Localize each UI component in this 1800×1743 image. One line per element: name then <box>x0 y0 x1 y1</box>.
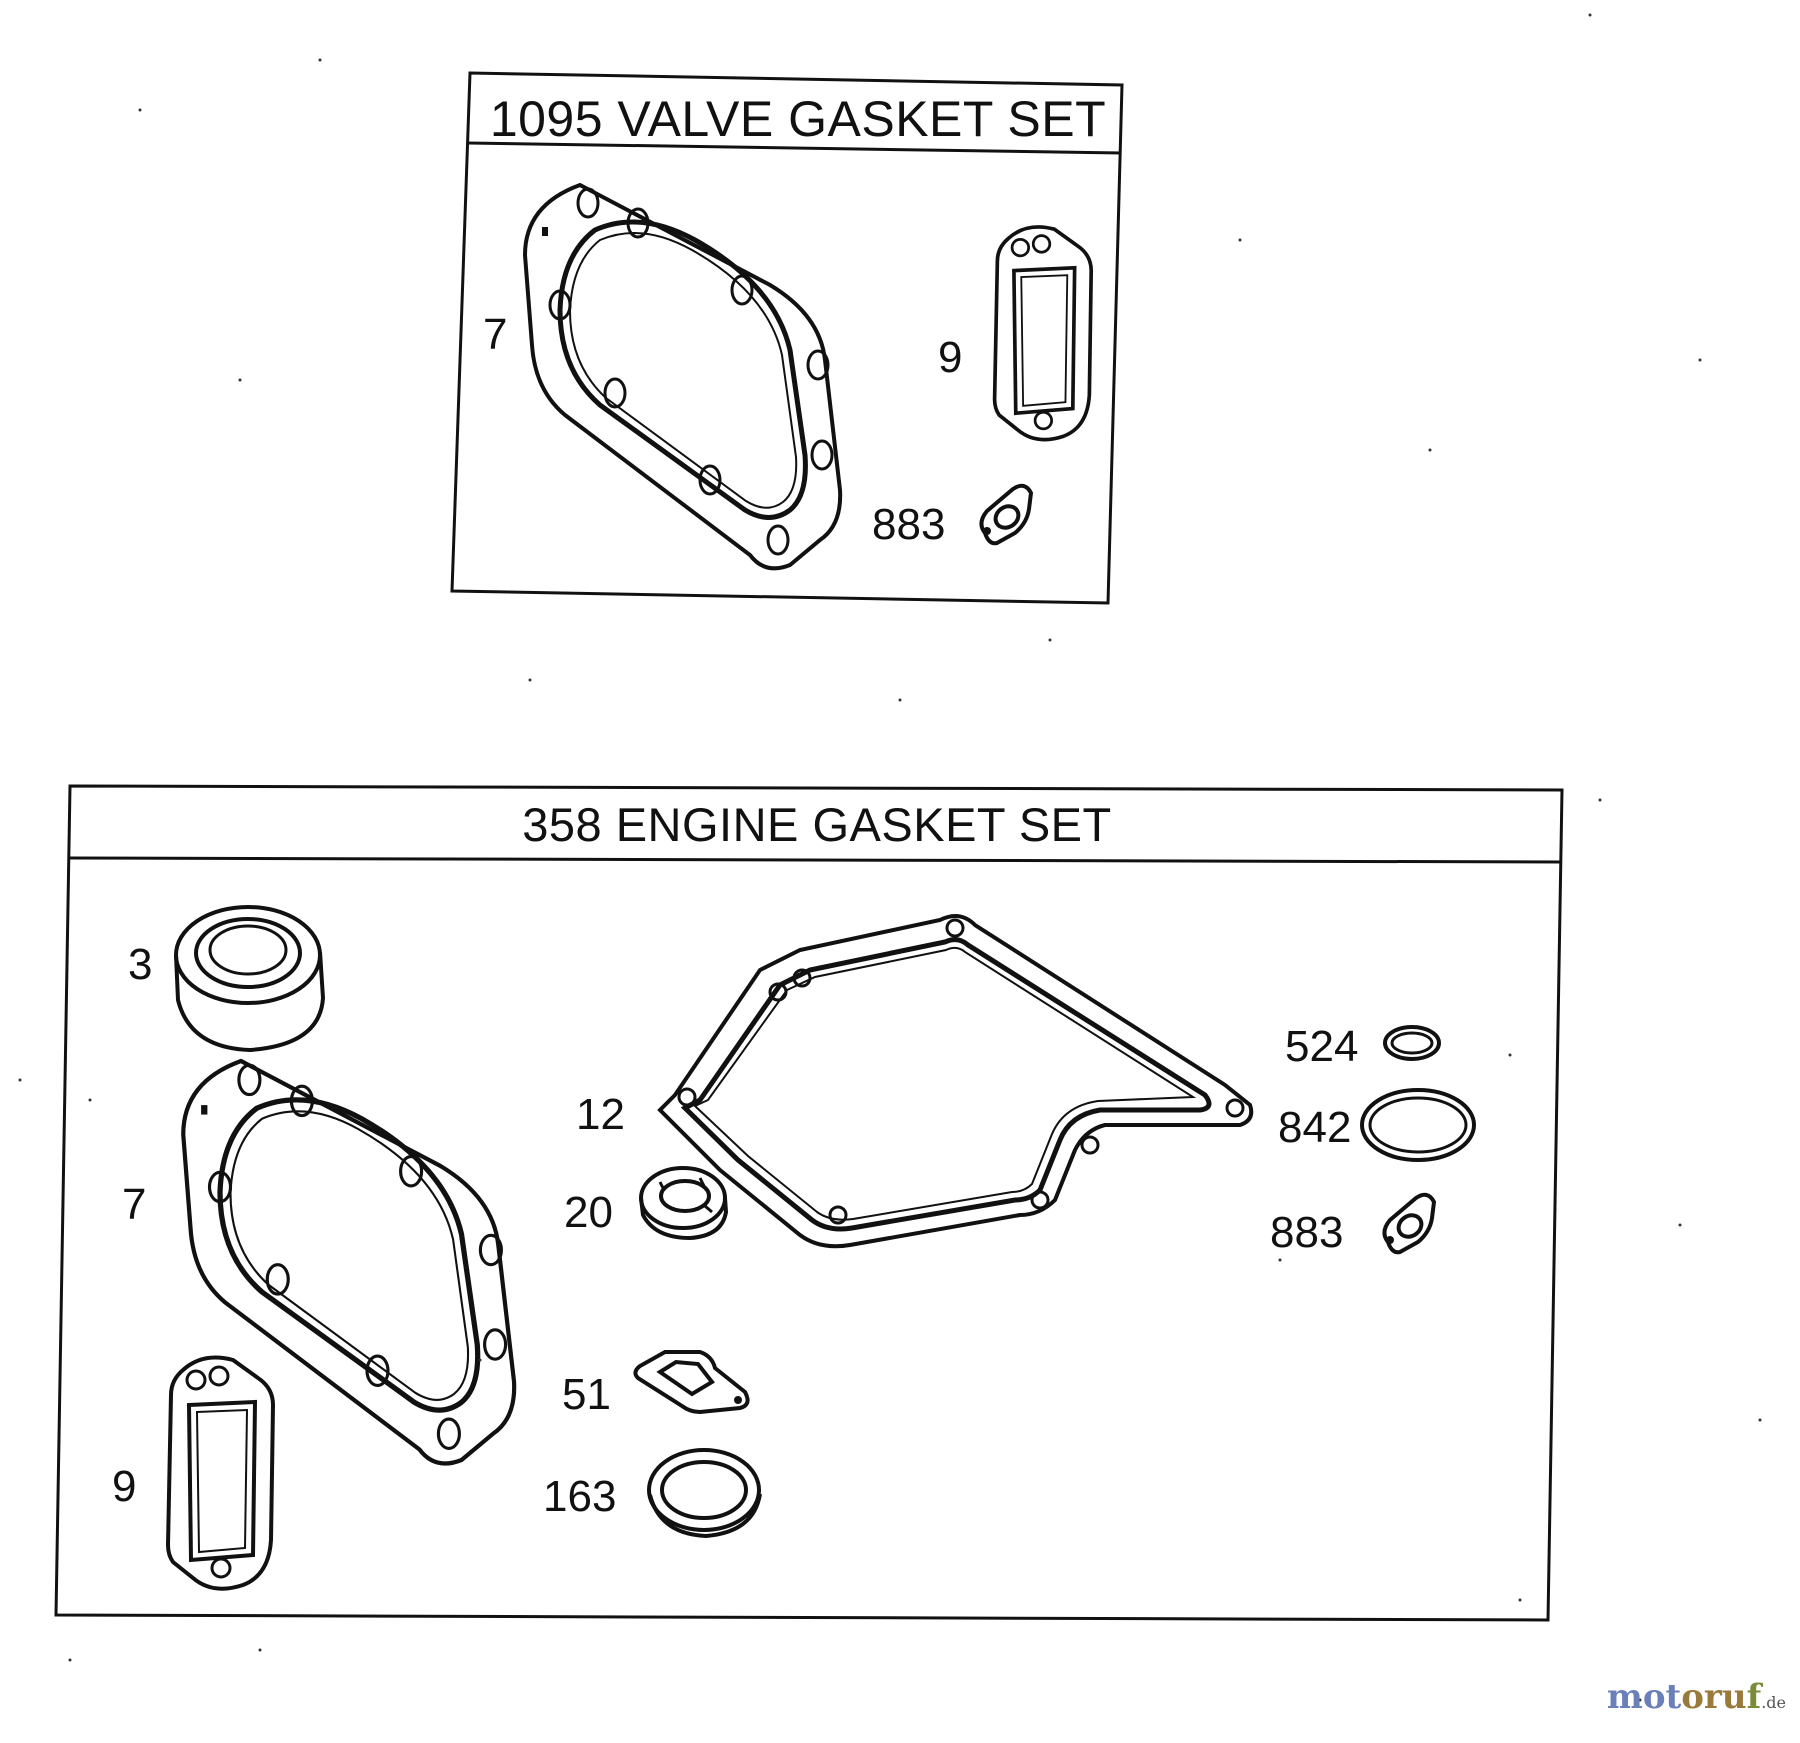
oil-seal <box>174 905 326 1053</box>
watermark-part-2: oru <box>1681 1677 1747 1717</box>
motoruf-watermark: motoruf.de <box>1607 1677 1786 1723</box>
engine-small-gasket <box>1382 1192 1436 1255</box>
valve-callout-small-gasket: 883 <box>872 500 946 549</box>
watermark-part-1: mot <box>1606 1677 1682 1717</box>
watermark-part-4: .de <box>1761 1693 1786 1712</box>
valve-head-gasket <box>525 185 840 568</box>
engine-gasket-set-title: 358 ENGINE GASKET SET <box>522 798 1112 851</box>
valve-gasket-set-box <box>450 71 1124 605</box>
small-seal <box>639 1166 729 1241</box>
engine-callout-cover-gasket: 9 <box>112 1462 137 1511</box>
engine-callout-small-gasket: 883 <box>1270 1208 1344 1257</box>
plate-gasket <box>633 1350 750 1415</box>
engine-callout-small-seal: 20 <box>564 1188 613 1237</box>
engine-callout-small-o-ring: 524 <box>1285 1022 1359 1071</box>
valve-small-gasket <box>979 483 1033 546</box>
engine-callout-head-gasket: 7 <box>122 1180 147 1229</box>
valve-callout-cover-gasket: 9 <box>938 333 963 382</box>
engine-callout-seal: 3 <box>128 940 153 989</box>
scan-noise <box>18 13 1762 1702</box>
crankcase-gasket <box>657 914 1254 1249</box>
small-o-ring <box>1383 1025 1441 1061</box>
engine-gasket-set-box <box>54 784 1564 1622</box>
engine-callout-crankcase-gasket: 12 <box>576 1090 625 1139</box>
watermark-part-3: f <box>1746 1677 1762 1717</box>
engine-callout-large-o-ring: 842 <box>1278 1103 1352 1152</box>
engine-cover-gasket <box>166 1355 275 1591</box>
engine-callout-plate-gasket: 51 <box>562 1370 611 1419</box>
valve-cover-gasket <box>992 225 1094 442</box>
ring-seal <box>647 1448 762 1539</box>
engine-callout-ring-seal: 163 <box>543 1472 617 1521</box>
large-o-ring <box>1360 1088 1476 1162</box>
valve-gasket-set-title: 1095 VALVE GASKET SET <box>489 91 1107 147</box>
valve-callout-head-gasket: 7 <box>483 310 508 359</box>
